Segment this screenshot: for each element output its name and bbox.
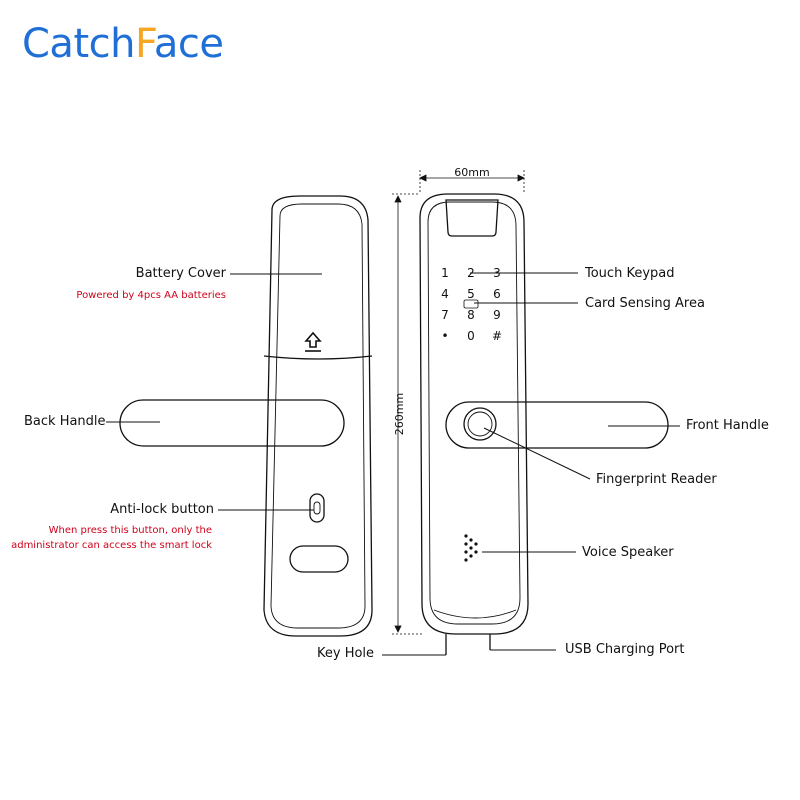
label-front-handle: Front Handle — [686, 418, 769, 433]
front-bottom-base — [433, 609, 517, 619]
label-back-handle: Back Handle — [24, 414, 106, 429]
keypad-key-5: 5 — [467, 287, 475, 301]
keypad-key-1: 1 — [441, 266, 449, 280]
leader-fingerprint — [483, 427, 591, 480]
keypad-key-8: 8 — [467, 308, 475, 322]
brand-logo-part1: Catch — [22, 21, 135, 67]
label-voice-speaker: Voice Speaker — [582, 545, 674, 560]
back-handle-shape — [119, 399, 345, 447]
brand-logo: CatchFace — [22, 20, 224, 68]
keypad-key-12: # — [492, 329, 502, 343]
keypad-key-10: • — [441, 329, 448, 343]
front-panel-outline — [419, 193, 529, 635]
brand-logo-f: F — [134, 21, 154, 67]
voice-speaker-icon — [464, 534, 478, 562]
keypad-key-4: 4 — [441, 287, 449, 301]
brand-logo-part2: ace — [153, 21, 224, 67]
front-handle-shape — [445, 401, 669, 449]
front-panel-inner — [427, 201, 521, 625]
back-panel-inner — [270, 203, 366, 629]
note-anti-lock-2: administrator can access the smart lock — [11, 540, 212, 551]
label-usb-port: USB Charging Port — [565, 642, 685, 657]
fingerprint-reader-shape — [463, 407, 497, 441]
front-top-window — [445, 199, 499, 237]
label-fingerprint: Fingerprint Reader — [596, 472, 717, 487]
battery-cover-seam — [263, 355, 373, 360]
back-panel-outline — [263, 195, 373, 637]
note-battery: Powered by 4pcs AA batteries — [76, 290, 226, 301]
keypad-key-9: 9 — [493, 308, 501, 322]
keypad-key-6: 6 — [493, 287, 501, 301]
height-dimension-text: 260mm — [393, 393, 406, 435]
key-hole-shape — [289, 545, 349, 573]
label-anti-lock: Anti-lock button — [110, 502, 214, 517]
battery-cover-arrow-icon — [304, 331, 322, 352]
label-battery-cover: Battery Cover — [135, 266, 226, 281]
anti-lock-button-shape — [309, 493, 325, 523]
keypad-key-11: 0 — [467, 329, 475, 343]
label-key-hole: Key Hole — [317, 646, 375, 661]
width-dimension-text: 60mm — [454, 166, 489, 179]
label-card-sensing: Card Sensing Area — [585, 296, 705, 311]
label-touch-keypad: Touch Keypad — [585, 266, 675, 281]
keypad-key-7: 7 — [441, 308, 449, 322]
card-sensing-mark — [463, 299, 479, 309]
note-anti-lock-1: When press this button, only the — [48, 525, 212, 536]
